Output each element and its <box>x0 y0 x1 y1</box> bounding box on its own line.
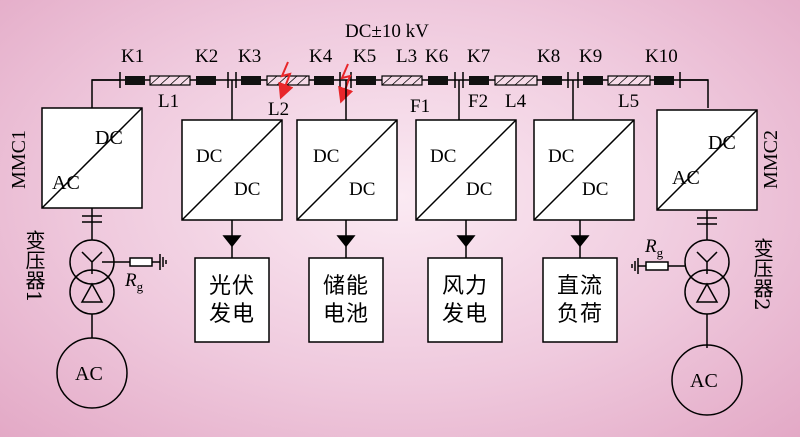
transformer-2-label: 变压器2 <box>750 238 774 311</box>
line-l4-label: L4 <box>505 91 527 112</box>
dcdc1-top: DC <box>196 146 223 167</box>
dcdc2-top: DC <box>313 146 340 167</box>
mmc1-ac-label: AC <box>52 172 80 194</box>
dcdc3-bottom: DC <box>466 179 493 200</box>
load-pv: 光伏发电 <box>208 273 255 326</box>
ac-source-1: AC <box>75 363 103 385</box>
mmc1-name: MMC1 <box>7 130 30 189</box>
dcdc3-top: DC <box>430 146 457 167</box>
mmc2-box <box>656 109 758 211</box>
dcdc4-top: DC <box>548 146 575 167</box>
line-l3-label: L3 <box>396 46 418 67</box>
fault-f2-label: F2 <box>468 91 489 112</box>
breaker-k6-label: K6 <box>425 46 449 67</box>
line-l1-label: L1 <box>158 91 180 112</box>
breaker-k10-label: K10 <box>645 46 678 67</box>
fault-f1-label: F1 <box>410 96 431 117</box>
breaker-k5-label: K5 <box>353 46 377 67</box>
dcdc1-bottom: DC <box>234 179 261 200</box>
transformer-1-label: 变压器1 <box>22 230 46 303</box>
mmc1-box <box>41 107 143 209</box>
breaker-k8-label: K8 <box>537 46 561 67</box>
mmc2-name: MMC2 <box>759 130 782 189</box>
load-dc: 直流负荷 <box>556 273 603 326</box>
dcdc2-bottom: DC <box>349 179 376 200</box>
breaker-k1-label: K1 <box>121 46 145 67</box>
load-wind: 风力发电 <box>441 273 488 326</box>
breaker-k7-label: K7 <box>467 46 491 67</box>
breaker-k3-label: K3 <box>238 46 262 67</box>
mmc1-dc-label: DC <box>95 127 123 149</box>
breaker-k2-label: K2 <box>195 46 219 67</box>
bus-voltage-label: DC±10 kV <box>345 21 429 42</box>
line-l2-label: L2 <box>268 99 290 120</box>
ac-source-2: AC <box>690 370 718 392</box>
mmc2-ac-label: AC <box>672 167 700 189</box>
load-storage: 储能电池 <box>322 273 369 326</box>
dcdc4-bottom: DC <box>582 179 609 200</box>
rg-label-1: Rg <box>125 270 144 294</box>
mmc2-dc-label: DC <box>708 132 736 154</box>
breaker-k9-label: K9 <box>579 46 603 67</box>
rg-label-2: Rg <box>645 236 664 260</box>
line-l5-label: L5 <box>618 91 640 112</box>
breaker-k4-label: K4 <box>309 46 333 67</box>
